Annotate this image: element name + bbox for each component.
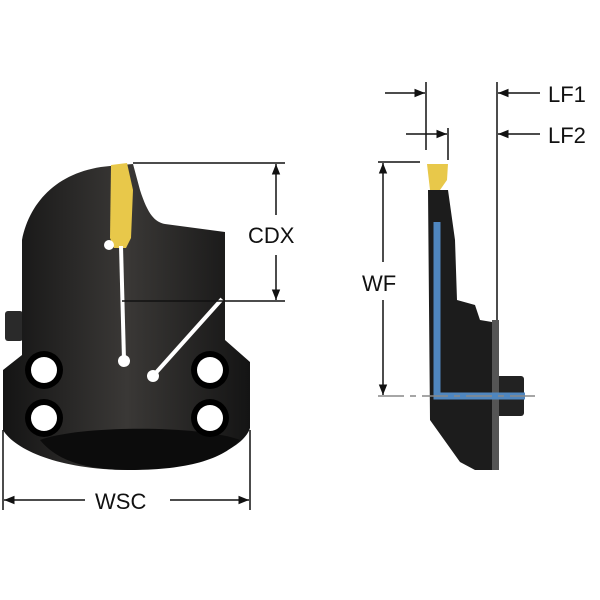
wf-dimension	[378, 161, 420, 395]
coolant-channel-vertical	[119, 245, 126, 361]
cdx-dimension	[122, 162, 285, 302]
mounting-hole-bore	[197, 405, 223, 431]
mounting-hole-bore	[31, 405, 57, 431]
coolant-channel-diagonal	[151, 297, 224, 378]
mounting-hole-bore	[197, 357, 223, 383]
coolant-port	[104, 240, 114, 250]
lf2-label: LF2	[548, 123, 586, 148]
wsc-dimension	[2, 430, 251, 510]
front-view: CDX WSC	[2, 162, 295, 514]
holder-base-shade	[40, 428, 240, 470]
side-body	[428, 190, 492, 470]
cdx-label: CDX	[248, 223, 295, 248]
side-view: LF1 LF2 WF	[362, 82, 586, 470]
mounting-holes	[25, 351, 229, 437]
coolant-port	[147, 370, 159, 382]
lf1-label: LF1	[548, 82, 586, 107]
mounting-hole-bore	[31, 357, 57, 383]
holder-body	[3, 164, 250, 470]
lf-dimensions	[385, 82, 540, 320]
coolant-port	[118, 355, 130, 367]
insert	[110, 163, 133, 248]
wf-label: WF	[362, 271, 396, 296]
wsc-label: WSC	[95, 489, 146, 514]
clamp-screw	[5, 311, 23, 341]
insert-side	[427, 164, 448, 190]
